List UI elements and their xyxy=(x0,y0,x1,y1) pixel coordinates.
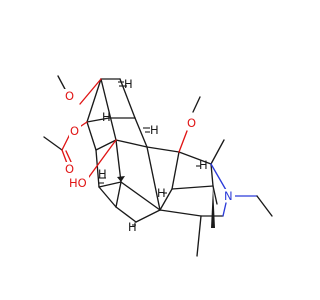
nitrogen-label: N xyxy=(224,189,233,203)
oxygen-bonds xyxy=(43,75,201,182)
oxygen-acetate-label: O xyxy=(70,124,79,138)
hydrogen-label-6: H xyxy=(157,186,166,200)
structure-svg: O O O O HO N H H H H H H H xyxy=(43,75,273,257)
stereo-bonds xyxy=(98,81,215,228)
carbon-bonds xyxy=(86,78,273,257)
nitrogen-bonds xyxy=(210,163,227,217)
atom-labels: O O O O HO N H H H H H H H xyxy=(64,77,235,234)
oxygen-carbonyl-label: O xyxy=(65,162,74,176)
molecule-diagram: O O O O HO N H H H H H H H xyxy=(43,75,273,257)
hydrogen-label-1: H xyxy=(124,77,133,91)
hydrogen-label-4: H xyxy=(150,123,159,137)
hydrogen-label-7: H xyxy=(199,158,208,172)
oxygen-methoxy-top-label: O xyxy=(65,89,74,103)
hydrogen-label-5: H xyxy=(128,220,137,234)
hydroxyl-label: HO xyxy=(69,176,87,190)
hydrogen-label-2: H xyxy=(98,167,107,181)
oxygen-methoxy-right-label: O xyxy=(187,116,196,130)
hydrogen-label-3: H xyxy=(102,110,111,124)
